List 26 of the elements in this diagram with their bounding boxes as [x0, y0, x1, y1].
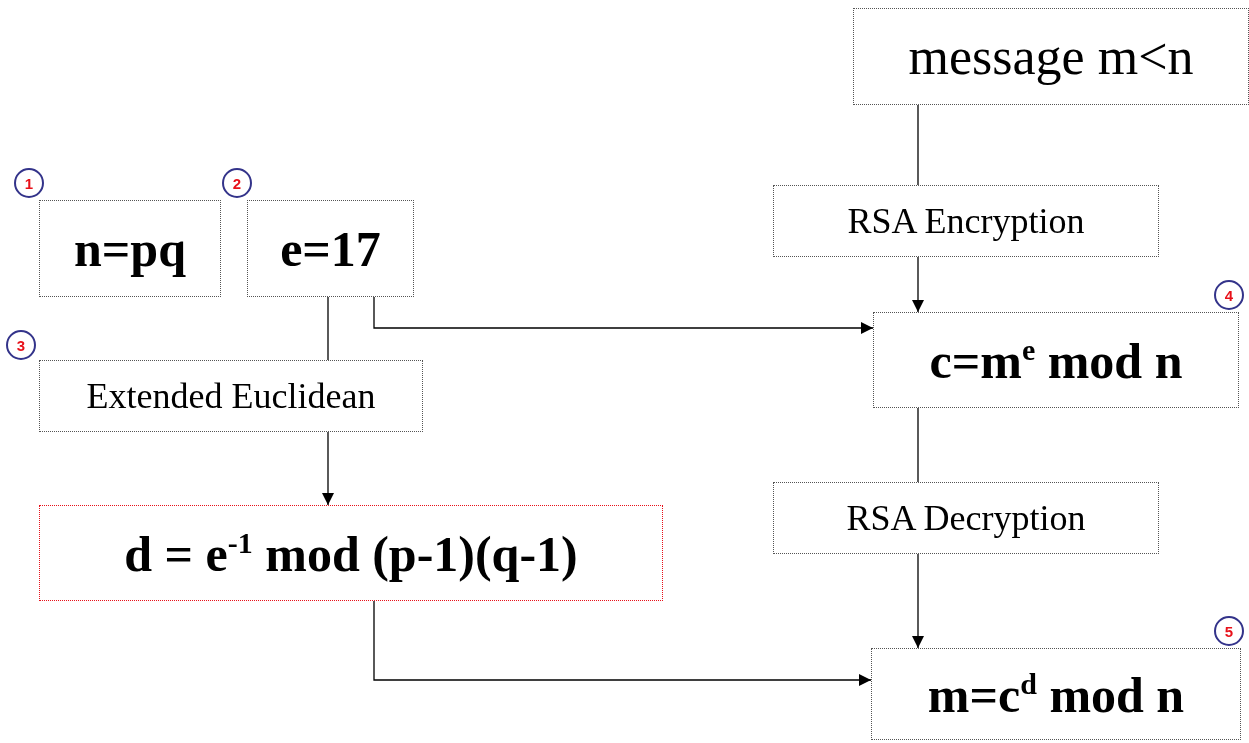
step-label: RSA Decryption — [846, 500, 1086, 536]
step-label: Extended Euclidean — [86, 378, 376, 414]
arrow — [322, 431, 334, 506]
callout-number: 3 — [6, 330, 36, 360]
formula-text: e=17 — [280, 223, 381, 274]
message-box — [853, 8, 1249, 105]
formula-box — [873, 312, 1239, 408]
formula-text: c=m$^{e}$ mod n — [929, 334, 1183, 386]
formula-box — [39, 505, 663, 601]
arrow — [912, 256, 924, 313]
process-box — [39, 360, 423, 432]
formula-text: m=c$^{d}$ mod n — [927, 668, 1185, 720]
step-label: RSA Encryption — [847, 203, 1085, 239]
formula-text: message m<n — [908, 30, 1194, 83]
formula-box — [871, 648, 1241, 740]
callout-number: 5 — [1214, 616, 1244, 646]
arrow — [912, 553, 924, 649]
callout-number: 4 — [1214, 280, 1244, 310]
callout-number: 1 — [14, 168, 44, 198]
callout-number: 2 — [222, 168, 252, 198]
arrow — [373, 600, 872, 686]
process-box — [773, 482, 1159, 554]
process-box — [773, 185, 1159, 257]
arrow — [373, 296, 874, 334]
formula-box — [39, 200, 221, 297]
formula-box — [247, 200, 414, 297]
